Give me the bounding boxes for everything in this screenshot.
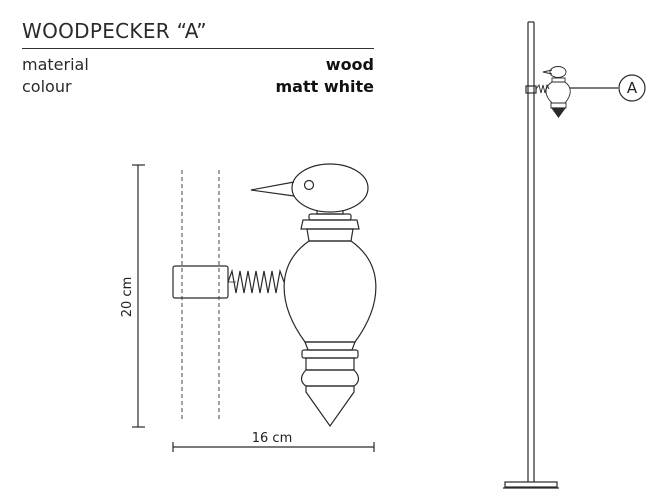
- clamp-ring: [172, 265, 229, 299]
- woodpecker-collar: [308, 213, 352, 221]
- product-title: WOODPECKER “A”: [22, 19, 207, 43]
- woodpecker-figure: [250, 163, 377, 428]
- spec-value-colour: matt white: [275, 77, 375, 96]
- callout-label: A: [627, 79, 638, 97]
- spec-row-colour: colour matt white: [22, 77, 374, 99]
- mini-collar: [551, 77, 566, 83]
- mini-head: [549, 66, 567, 78]
- woodpecker-tail-cone: [305, 385, 355, 428]
- mini-belly: [545, 81, 571, 104]
- mini-tail-cone: [550, 107, 567, 119]
- spec-row-material: material wood: [22, 55, 374, 77]
- width-dimension-label: 16 cm: [252, 431, 293, 446]
- pole-reference-dashed: [181, 170, 220, 420]
- woodpecker-upper-disc: [300, 219, 360, 230]
- height-dimension: [132, 164, 145, 428]
- spec-value-material: wood: [325, 55, 374, 74]
- woodpecker-waist: [306, 228, 354, 242]
- spec-label-material: material: [22, 55, 89, 74]
- mini-beak: [542, 69, 553, 75]
- lamp-base-top: [504, 481, 558, 488]
- callout-circle: [618, 74, 646, 102]
- title-divider: [22, 48, 374, 49]
- mini-ring: [550, 102, 567, 109]
- height-dimension-label: 20 cm: [120, 277, 135, 318]
- woodpecker-ring-1: [304, 341, 356, 351]
- spec-label-colour: colour: [22, 77, 72, 96]
- lamp-spring: [535, 83, 550, 94]
- woodpecker-belly: [283, 240, 377, 343]
- width-dimension: [172, 442, 375, 452]
- lamp-clamp: [525, 85, 537, 94]
- woodpecker-head: [291, 163, 369, 213]
- spring-coil: [227, 268, 285, 294]
- woodpecker-bulb: [300, 369, 360, 387]
- woodpecker-beak: [250, 181, 295, 197]
- floor-lamp-overview: [503, 21, 646, 489]
- woodpecker-ring-2: [301, 349, 359, 359]
- woodpecker-ring-3: [305, 357, 355, 371]
- woodpecker-eye: [303, 179, 315, 191]
